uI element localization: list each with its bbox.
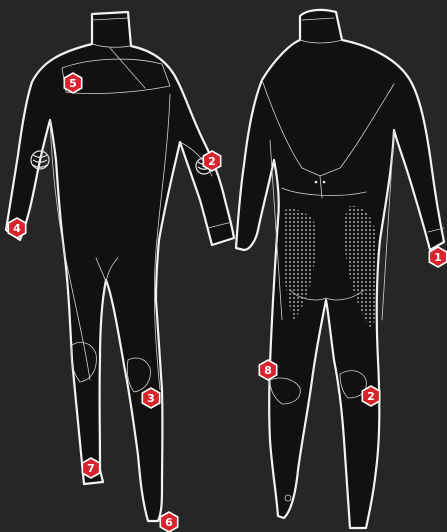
callout-8-back-knee-badge: 8 (259, 360, 276, 380)
callout-number: 3 (147, 392, 155, 405)
callout-number: 8 (264, 364, 272, 377)
callout-number: 4 (13, 222, 21, 235)
back-zip-dot-icon (323, 181, 326, 184)
callout-number: 2 (367, 390, 375, 403)
callout-7-front-ankle-badge: 7 (82, 458, 99, 478)
front-suit-outline (6, 12, 234, 521)
callout-number: 6 (165, 516, 173, 529)
callout-2-back-knee-badge: 2 (362, 386, 379, 406)
callout-2-front-forearm-badge: 2 (203, 151, 220, 171)
callout-6-front-foot-badge: 6 (160, 512, 177, 532)
callout-1-back-wrist-badge: 1 (429, 247, 446, 267)
back-zip-dot-icon (315, 181, 318, 184)
back-suit-outline (236, 10, 444, 528)
callout-number: 1 (434, 251, 442, 264)
callout-5-front-chest-badge: 5 (64, 73, 81, 93)
callout-3-front-knee-badge: 3 (142, 388, 159, 408)
callout-number: 7 (87, 462, 95, 475)
wetsuit-front-view (6, 12, 234, 521)
callout-4-front-wrist-badge: 4 (8, 218, 25, 238)
callout-number: 2 (208, 155, 216, 168)
callout-number: 5 (69, 77, 77, 90)
wetsuit-back-view (236, 10, 444, 528)
